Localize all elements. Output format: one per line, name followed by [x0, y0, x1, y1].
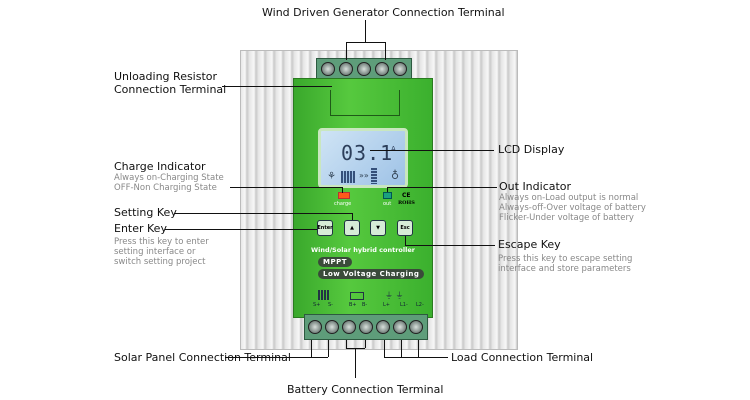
- leader-line: [165, 229, 317, 230]
- leader-line: [222, 86, 332, 87]
- load-terminal-label: Load Connection Terminal: [451, 351, 594, 364]
- leader-line: [384, 357, 448, 358]
- solar-panel-icon: [341, 171, 355, 183]
- escape-key-title: Escape Key: [498, 238, 561, 251]
- out-indicator-title: Out Indicator: [499, 180, 572, 193]
- leader-line: [230, 187, 342, 188]
- rohs-mark: ROHS: [398, 200, 415, 206]
- leader-line: [311, 340, 312, 357]
- leader-line: [352, 213, 353, 220]
- leader-line: [387, 187, 388, 192]
- terminal-screw: [393, 62, 407, 76]
- terminal-screw: [409, 320, 424, 334]
- up-key[interactable]: ▲: [344, 220, 360, 236]
- terminal-label: S+: [313, 302, 321, 308]
- leader-line: [405, 245, 495, 246]
- leader-line: [370, 150, 494, 151]
- leader-line: [405, 236, 406, 245]
- bottom-terminal-block: [304, 314, 428, 340]
- leader-line: [401, 340, 402, 357]
- leader-line: [418, 340, 419, 357]
- terminal-screw: [358, 320, 373, 334]
- battery-terminal-icon: [350, 292, 364, 300]
- terminal-screw: [342, 320, 357, 334]
- leader-line: [365, 340, 366, 348]
- terminal-screw: [357, 62, 371, 76]
- terminal-screw: [339, 62, 353, 76]
- solar-terminal-label: Solar Panel Connection Terminal: [114, 351, 291, 364]
- feature-low-voltage: Low Voltage Charging: [318, 269, 425, 279]
- lcd-unit: A: [391, 145, 396, 153]
- terminal-screw: [392, 320, 407, 334]
- terminal-screw: [375, 320, 390, 334]
- esc-key[interactable]: Esc: [397, 220, 413, 236]
- wind-terminal-label: Wind Driven Generator Connection Termina…: [262, 6, 505, 19]
- terminal-screw: [325, 320, 340, 334]
- wind-turbine-icon: ⚘: [327, 171, 336, 182]
- leader-line: [346, 42, 347, 60]
- wind-symbol: [330, 90, 400, 116]
- product-name: Wind/Solar hybrid controller: [311, 246, 415, 254]
- terminal-label: B+: [349, 302, 357, 308]
- lcd-display-label: LCD Display: [498, 143, 565, 156]
- enter-key-title: Enter Key: [114, 222, 167, 235]
- terminal-label: L2-: [416, 302, 424, 308]
- terminal-screw: [375, 62, 389, 76]
- charge-indicator-title: Charge Indicator: [114, 160, 206, 173]
- terminal-label: B-: [362, 302, 368, 308]
- leader-line: [328, 340, 329, 357]
- out-led: [383, 192, 392, 199]
- lcd-display: 03.1 A ⚘ »» ♁: [318, 128, 408, 188]
- setting-key-label: Setting Key: [114, 206, 177, 219]
- charging-arrows-icon: »»: [359, 171, 369, 180]
- feature-mppt: MPPT: [318, 257, 353, 267]
- leader-line: [346, 340, 347, 348]
- wind-terminal-block: [316, 58, 412, 80]
- leader-line: [225, 357, 328, 358]
- leader-line: [346, 42, 386, 43]
- leader-line: [355, 348, 356, 378]
- leader-line: [384, 340, 385, 357]
- bulb-icon: ♁: [391, 169, 400, 182]
- solar-terminal-icon: [318, 290, 330, 300]
- out-led-label: out: [383, 201, 392, 207]
- leader-line: [342, 187, 343, 193]
- terminal-label: L+: [383, 302, 390, 308]
- charge-led-label: charge: [334, 201, 352, 207]
- terminal-screw: [308, 320, 323, 334]
- terminal-label: S-: [328, 302, 333, 308]
- terminal-label: L1-: [400, 302, 408, 308]
- ce-mark: CE: [402, 192, 411, 199]
- battery-icon: [371, 168, 377, 184]
- load-terminal-icon: ⏚ ⏚: [385, 291, 404, 300]
- charge-led: [338, 192, 350, 199]
- lcd-value: 03.1: [341, 141, 394, 165]
- leader-line: [387, 187, 497, 188]
- down-key[interactable]: ▼: [370, 220, 386, 236]
- terminal-screw: [321, 62, 335, 76]
- leader-line: [365, 20, 366, 42]
- enter-key[interactable]: Enter: [317, 220, 333, 236]
- battery-terminal-label: Battery Connection Terminal: [287, 383, 444, 396]
- leader-line: [385, 42, 386, 60]
- leader-line: [174, 213, 352, 214]
